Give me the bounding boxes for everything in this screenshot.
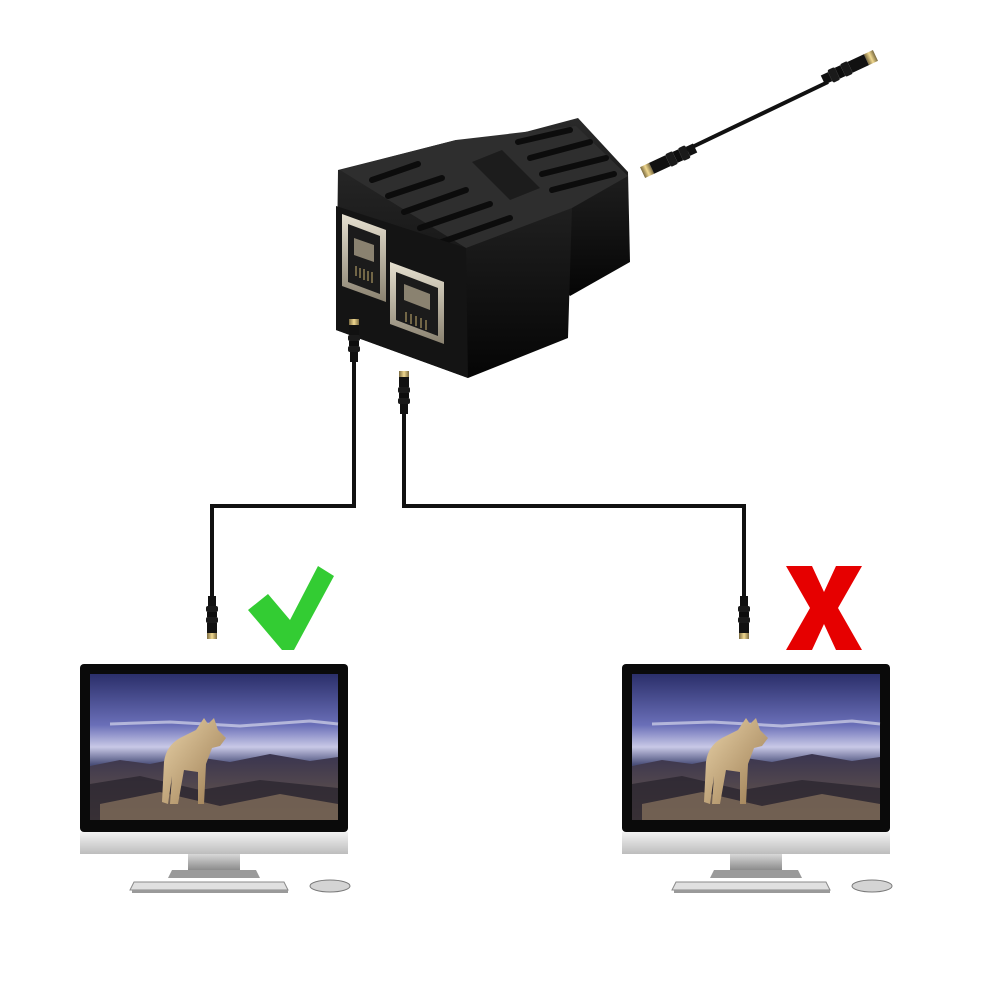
check-icon — [248, 566, 334, 650]
input-cable — [640, 50, 878, 178]
monitor-icon — [78, 662, 352, 895]
right-cable — [398, 371, 750, 639]
monitor-icon — [620, 662, 894, 895]
left-cable — [206, 319, 360, 639]
rj45-splitter-icon — [336, 118, 630, 378]
cross-icon — [786, 566, 862, 650]
